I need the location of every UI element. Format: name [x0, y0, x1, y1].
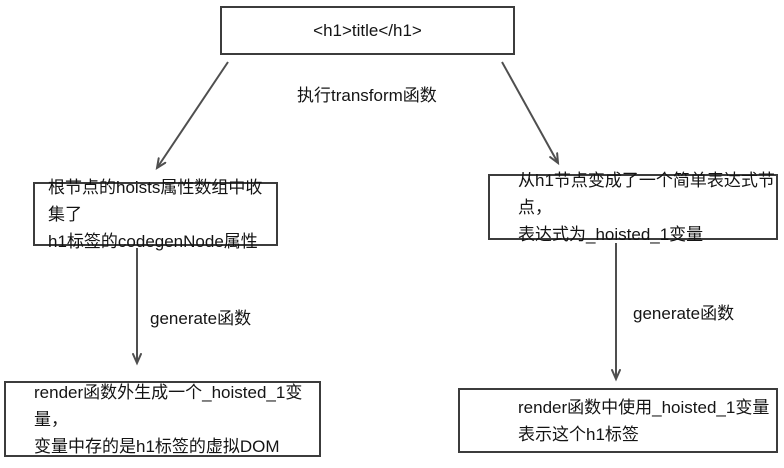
generate-edge-label-right: generate函数	[633, 304, 735, 323]
node-h1-template-label: <h1>title</h1>	[313, 21, 422, 40]
node-simple-expression: 从h1节点变成了一个简单表达式节点， 表达式为_hoisted_1变量	[488, 171, 778, 244]
node-hoisted-variable-created: render函数外生成一个_hoisted_1变量， 变量中存的是h1标签的虚拟…	[4, 381, 321, 457]
node-hoisted-variable-used: render函数中使用_hoisted_1变量 表示这个h1标签	[458, 388, 778, 453]
node-h1-template: <h1>title</h1>	[220, 6, 515, 55]
node-hoists-collected-line2: h1标签的codegenNode属性	[48, 231, 258, 251]
node-simple-expression-line2: 表达式为_hoisted_1变量	[518, 224, 704, 244]
node-hoisted-variable-used-line2: 表示这个h1标签	[518, 424, 639, 444]
node-hoisted-variable-used-line1: render函数中使用_hoisted_1变量	[518, 397, 770, 417]
node-simple-expression-line1: 从h1节点变成了一个简单表达式节点，	[518, 170, 775, 217]
transform-edge-label: 执行transform函数	[297, 86, 437, 105]
arrow-top-to-right	[501, 61, 560, 166]
node-hoists-collected: 根节点的hoists属性数组中收集了 h1标签的codegenNode属性	[33, 178, 278, 251]
arrow-top-to-left	[155, 61, 229, 171]
node-hoisted-variable-created-line2: 变量中存的是h1标签的虚拟DOM	[34, 436, 280, 456]
node-hoists-collected-line1: 根节点的hoists属性数组中收集了	[48, 177, 263, 224]
node-hoisted-variable-created-line1: render函数外生成一个_hoisted_1变量，	[34, 382, 303, 429]
generate-edge-label-left: generate函数	[150, 309, 252, 328]
